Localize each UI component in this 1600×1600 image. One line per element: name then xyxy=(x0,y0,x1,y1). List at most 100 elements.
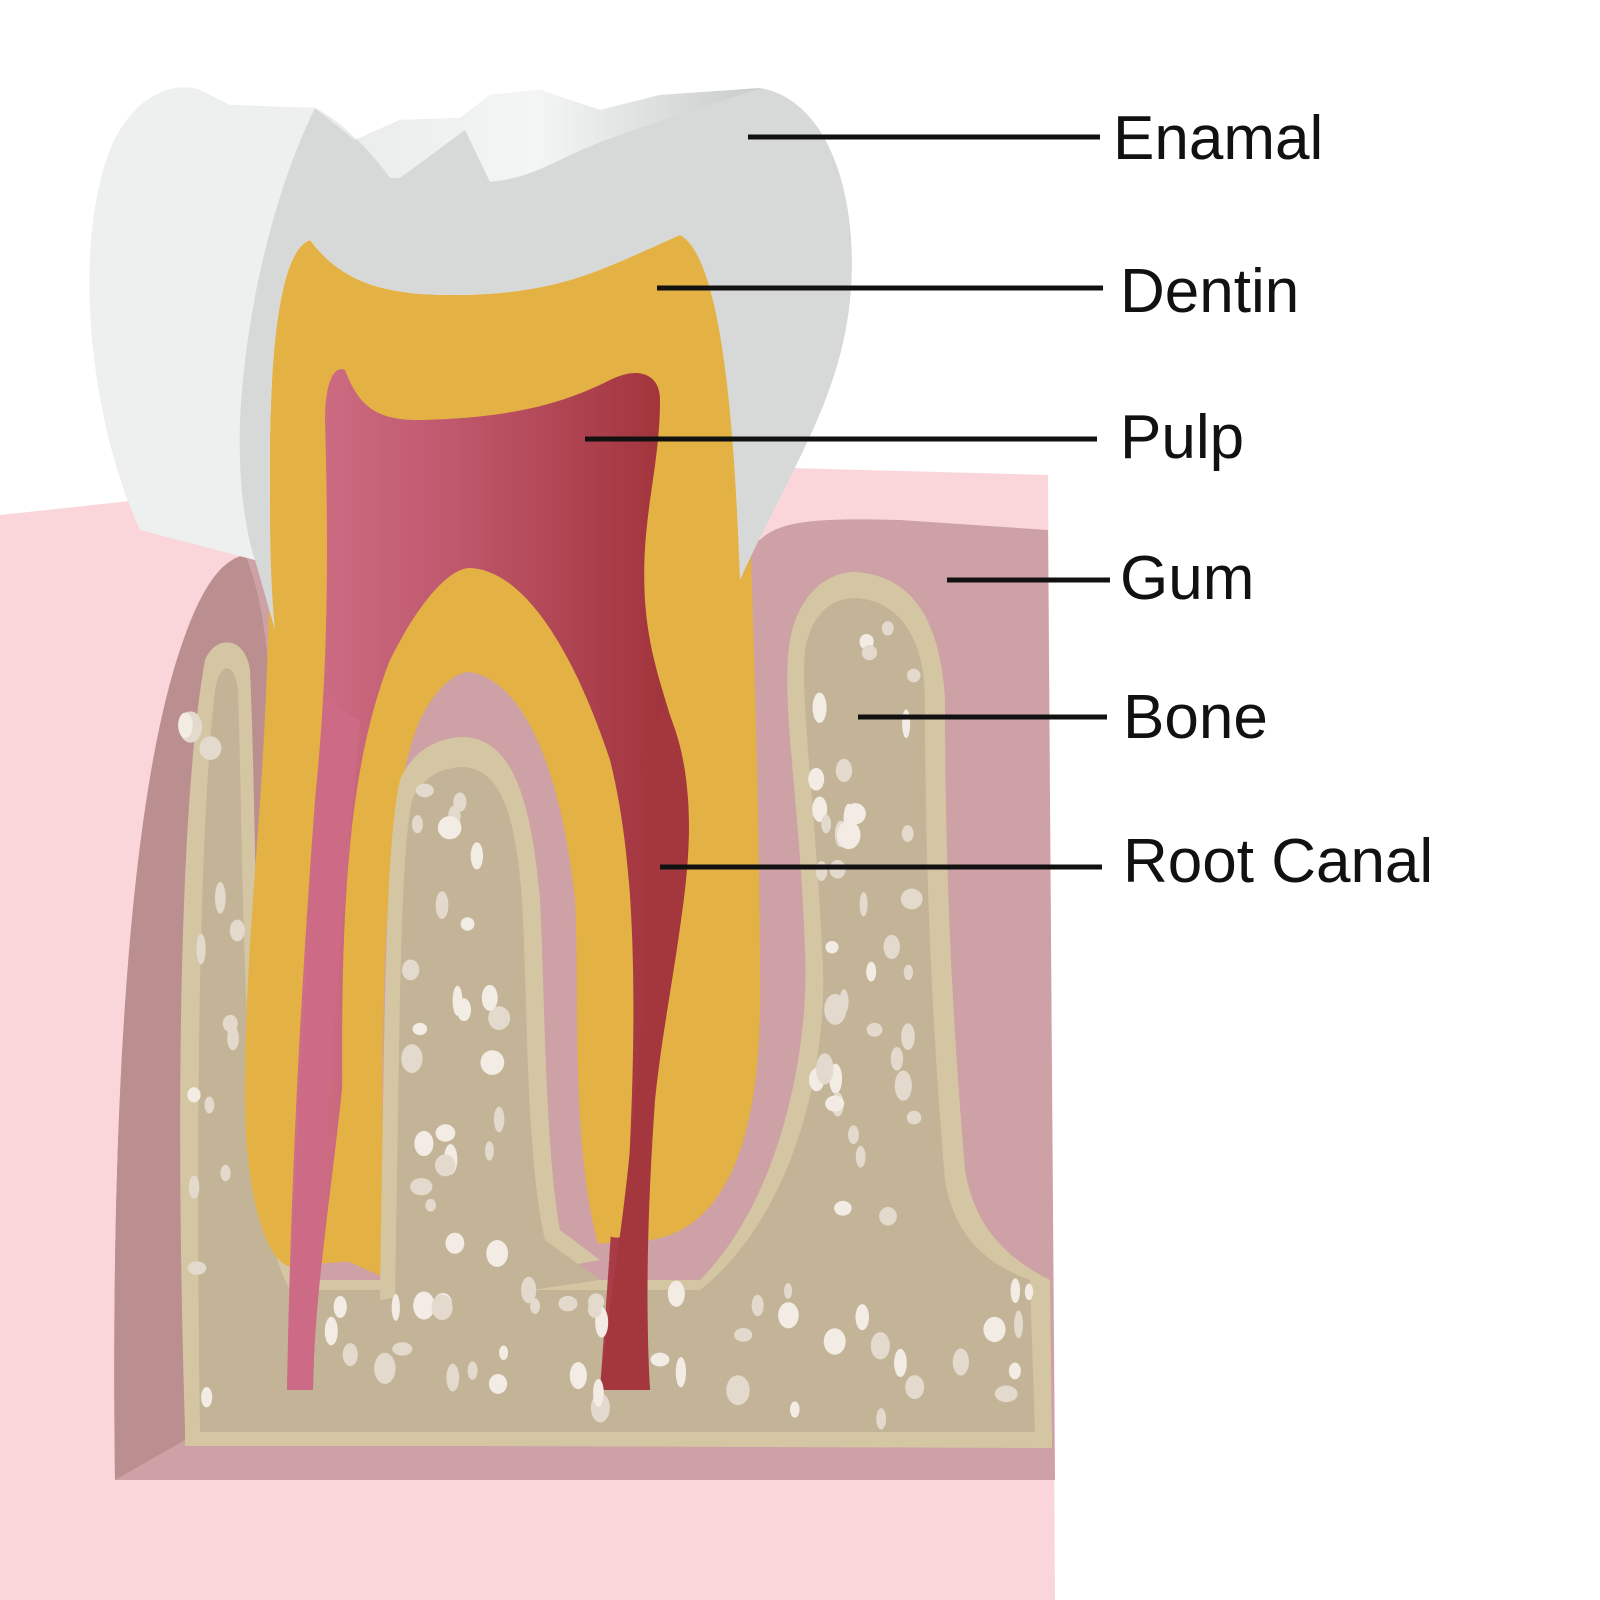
bone-pore xyxy=(834,1200,852,1216)
bone-pore xyxy=(411,815,423,834)
label-gum: Gum xyxy=(1120,544,1254,613)
bone-pore xyxy=(881,621,894,636)
label-enamel: Enamal xyxy=(1113,104,1323,173)
bone-pore xyxy=(425,1198,437,1212)
bone-pore xyxy=(188,1175,200,1199)
bone-pore xyxy=(470,842,484,870)
bone-pore xyxy=(894,1348,907,1378)
bone-pore xyxy=(401,1044,423,1073)
bone-pore xyxy=(480,1050,505,1075)
label-bone: Bone xyxy=(1123,683,1268,752)
bone-pore xyxy=(855,1145,866,1168)
bone-pore xyxy=(493,1106,505,1133)
bone-pore xyxy=(410,1177,433,1196)
bone-pore xyxy=(431,1294,453,1321)
bone-pore xyxy=(812,796,828,822)
bone-pore xyxy=(751,1294,764,1317)
bone-pore xyxy=(199,736,222,761)
bone-pore xyxy=(499,1345,509,1361)
bone-pore xyxy=(220,1164,231,1182)
bone-pore xyxy=(204,1096,215,1114)
bone-pore xyxy=(879,1206,897,1226)
bone-pore xyxy=(435,891,449,920)
bone-pore xyxy=(903,964,914,981)
bone-pore xyxy=(488,1373,508,1394)
pulp xyxy=(287,369,689,1391)
bone-pore xyxy=(333,1295,347,1318)
bone-pore xyxy=(952,1348,969,1376)
right-root-canal xyxy=(600,700,689,1390)
bone-pore xyxy=(859,892,868,917)
bone-pore xyxy=(486,1239,509,1267)
bone-pore xyxy=(901,825,914,843)
bone-pore xyxy=(593,1378,604,1407)
bone-pore xyxy=(412,1022,428,1036)
bone-pore xyxy=(726,1375,750,1406)
bone-pore xyxy=(901,1023,915,1051)
bone-pore xyxy=(445,1232,465,1254)
bone-pore xyxy=(1010,1278,1021,1304)
bone-pores xyxy=(178,621,1034,1430)
bone-pore xyxy=(894,1070,912,1101)
bone-pore xyxy=(839,989,849,1014)
bone-pore xyxy=(569,1362,587,1390)
bone-pore xyxy=(446,1363,460,1392)
bone-pore xyxy=(866,961,877,982)
enamel-left-face xyxy=(89,87,315,560)
enamel-cusps xyxy=(315,88,760,182)
bone-pore xyxy=(825,1095,845,1112)
bone-pore xyxy=(667,1280,685,1307)
bone-pore xyxy=(812,692,827,723)
bone-pore xyxy=(650,1352,670,1367)
bone-pore xyxy=(558,1295,578,1312)
bone-pore xyxy=(836,820,861,850)
bone-pore xyxy=(808,767,825,791)
enamel xyxy=(89,87,852,630)
bone-pore xyxy=(1008,1362,1021,1380)
bone-pore xyxy=(844,803,866,825)
bone-pore xyxy=(201,1387,213,1408)
bone-pore xyxy=(229,919,245,942)
bone-pore xyxy=(222,1014,238,1033)
bone-pore xyxy=(342,1343,358,1367)
bone-pore xyxy=(467,1361,478,1380)
bone-pore xyxy=(902,709,911,739)
bone-pore xyxy=(460,917,475,931)
bone-pore xyxy=(530,1298,541,1314)
bone-pore xyxy=(437,816,462,840)
bone-pore xyxy=(823,1328,846,1355)
bone-pore xyxy=(890,1046,904,1071)
bone-pore xyxy=(187,1087,201,1103)
bone-pore xyxy=(485,1141,494,1161)
bone-pore xyxy=(587,1300,602,1318)
bone-pore xyxy=(983,1316,1006,1343)
bone-pore xyxy=(821,814,832,834)
bone-pore xyxy=(906,1110,922,1125)
bone-pore xyxy=(196,933,206,965)
bone-pore xyxy=(835,758,853,783)
bone-pore xyxy=(994,1385,1018,1403)
bone-pore xyxy=(452,985,463,1016)
bone-pore xyxy=(227,1026,239,1051)
bone-pore xyxy=(778,1302,799,1329)
bone-pore xyxy=(870,1332,890,1360)
label-dentin: Dentin xyxy=(1120,257,1299,326)
bone-pore xyxy=(435,1124,456,1142)
bone-pore xyxy=(413,1291,435,1320)
bone-pore xyxy=(790,1401,800,1418)
bone-pore xyxy=(481,984,498,1011)
bone-pore xyxy=(855,1304,870,1331)
bone-pore xyxy=(187,1261,207,1275)
bone-pore xyxy=(906,668,921,683)
bone-pore xyxy=(521,1276,537,1304)
bone-pore xyxy=(414,1130,434,1157)
bone-pore xyxy=(1024,1283,1034,1301)
bone-pore xyxy=(401,959,420,981)
bone-pore xyxy=(675,1357,687,1388)
bone-pore xyxy=(876,1408,887,1430)
bone-pore xyxy=(391,1293,400,1321)
left-root-canal xyxy=(287,700,360,1390)
bone-bottom-band xyxy=(185,1432,1052,1446)
